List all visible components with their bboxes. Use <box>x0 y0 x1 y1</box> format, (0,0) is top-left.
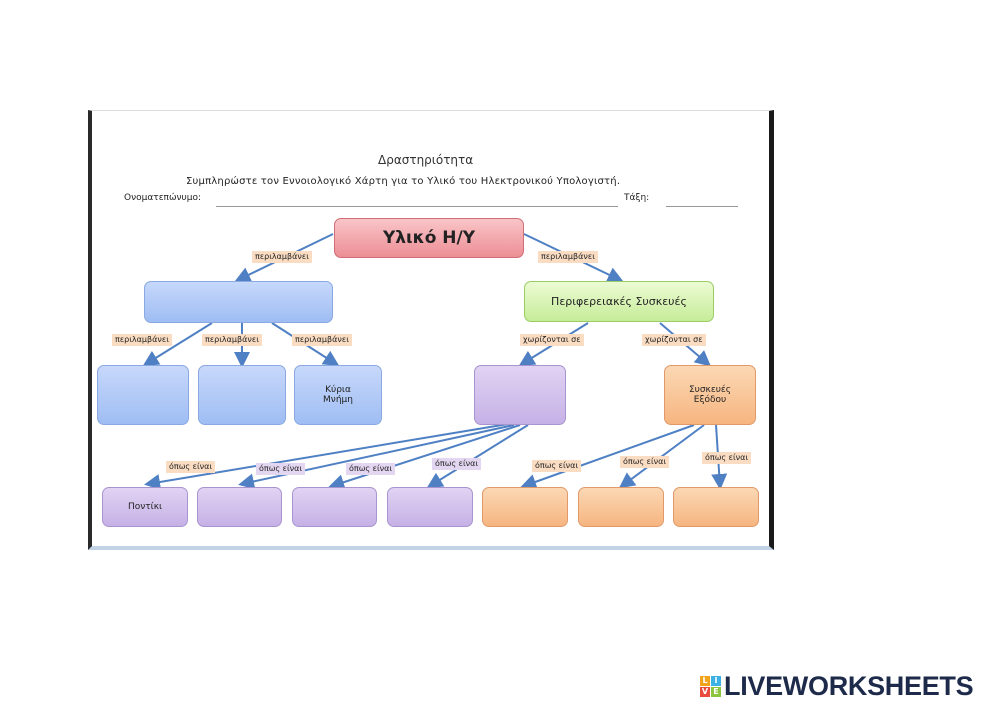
name-line <box>216 206 618 207</box>
arrow-left-child1 <box>142 322 213 367</box>
worksheet-title: Δραστηριότητα <box>378 153 474 167</box>
output-devices-node: Συσκευές Εξόδου <box>664 365 756 425</box>
label-includes: περιλαμβάνει <box>292 334 352 346</box>
name-label: Ονοματεπώνυμο: <box>124 193 202 203</box>
label-such-as: όπως είναι <box>702 452 752 464</box>
root-node: Υλικό Η/Υ <box>334 218 524 258</box>
label-divided-into: χωρίζονται σε <box>520 334 584 346</box>
main-unit-blank[interactable] <box>144 281 333 323</box>
class-line <box>666 206 738 207</box>
output-example-blank-1[interactable] <box>482 487 568 527</box>
main-memory-node: Κύρια Μνήμη <box>294 365 382 425</box>
logo-text: LIVEWORKSHEETS <box>724 670 974 701</box>
logo-letter: V <box>700 686 710 697</box>
arrow-input-ex1 <box>144 423 509 490</box>
label-includes: περιλαμβάνει <box>112 334 172 346</box>
input-devices-blank[interactable] <box>474 365 566 425</box>
arrow-input-ex4 <box>426 424 529 489</box>
input-example-blank-4[interactable] <box>387 487 473 527</box>
output-example-blank-2[interactable] <box>578 487 664 527</box>
left-child-blank-1[interactable] <box>97 365 189 425</box>
peripherals-node: Περιφερειακές Συσκευές <box>524 281 714 322</box>
logo-letter: I <box>711 675 721 686</box>
logo-icon: L I V E <box>700 675 721 697</box>
label-such-as: όπως είναι <box>620 456 670 468</box>
label-such-as: όπως είναι <box>432 458 482 470</box>
label-includes: περιλαμβάνει <box>252 251 312 263</box>
label-such-as: όπως είναι <box>346 463 396 475</box>
label-divided-into: χωρίζονται σε <box>642 334 706 346</box>
label-such-as: όπως είναι <box>256 463 306 475</box>
arrow-output-ex1 <box>520 424 695 490</box>
arrow-output-ex2 <box>618 424 705 489</box>
output-example-blank-3[interactable] <box>673 487 759 527</box>
logo-letter: E <box>711 686 721 697</box>
arrow-input-ex2 <box>238 424 515 490</box>
liveworksheets-logo: L I V E LIVEWORKSHEETS <box>700 670 974 701</box>
left-child-blank-2[interactable] <box>198 365 286 425</box>
label-includes: περιλαμβάνει <box>202 334 262 346</box>
input-example-mouse: Ποντίκι <box>102 487 188 527</box>
arrow-input-ex3 <box>328 424 521 490</box>
label-such-as: όπως είναι <box>166 461 216 473</box>
input-example-blank-2[interactable] <box>197 487 282 527</box>
label-includes: περιλαμβάνει <box>538 251 598 263</box>
input-example-blank-3[interactable] <box>292 487 377 527</box>
logo-letter: L <box>700 675 710 686</box>
class-label: Τάξη: <box>624 193 650 203</box>
label-such-as: όπως είναι <box>532 460 582 472</box>
worksheet-instruction: Συμπληρώστε τον Εννοιολογικό Χάρτη για τ… <box>186 176 621 187</box>
